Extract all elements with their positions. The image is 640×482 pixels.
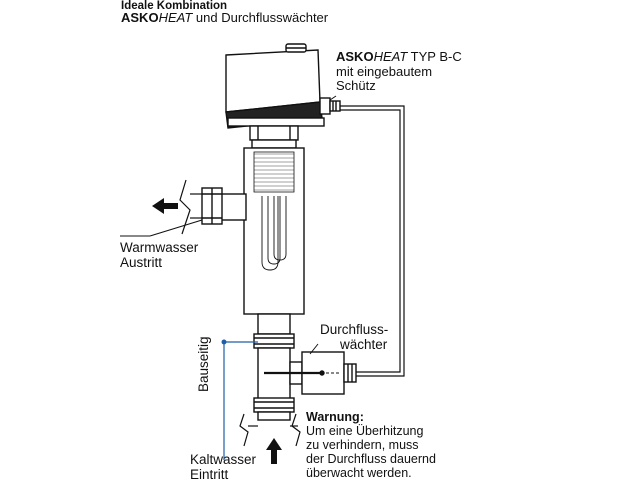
title-line-1: Ideale Kombination (121, 0, 228, 12)
heater-label-line-2: mit eingebautem (336, 63, 433, 79)
flow-switch-line-1: Durchfluss- (320, 322, 389, 337)
heater-brand-italic: HEAT (373, 49, 408, 64)
heater-neck (249, 125, 299, 149)
heater-label-line-3: Schütz (336, 78, 376, 94)
lower-pipe (253, 313, 295, 421)
flow-switch-label: Durchfluss- wächter (320, 322, 388, 352)
warm-water-line-1: Warmwasser (120, 240, 199, 255)
signal-wire (340, 105, 405, 377)
warning-block: Warnung: Um eine Überhitzung zu verhinde… (306, 410, 436, 480)
warning-line-4: überwacht werden. (306, 466, 412, 480)
warning-line-2: zu verhindern, muss (306, 438, 419, 452)
heater-brand-bold: ASKO (336, 49, 374, 64)
warm-water-leader-angle (149, 219, 203, 237)
inlet-break-mark (239, 413, 301, 447)
warning-line-3: der Durchfluss dauernd (306, 452, 436, 466)
warning-title: Warnung: (306, 410, 364, 424)
cold-water-label: Kaltwasser Eintritt (190, 452, 256, 482)
site-boundary (221, 339, 258, 460)
heater-type: TYP B-C (407, 49, 462, 64)
flow-switch-leader (309, 343, 319, 355)
warm-water-line-2: Austritt (120, 255, 163, 271)
cold-water-line-2: Eintritt (190, 467, 229, 482)
title-line-2: ASKOHEAT und Durchflusswächter (121, 10, 329, 26)
cold-water-line-1: Kaltwasser (190, 452, 257, 467)
heater-tube (243, 147, 305, 315)
heater-control-box (225, 43, 325, 129)
flow-switch (264, 351, 357, 395)
warm-water-label: Warmwasser Austritt (120, 240, 198, 270)
heater-label-line-1: ASKOHEAT TYP B-C (336, 49, 462, 65)
break-mark-icon (179, 179, 202, 235)
arrow-up-icon (266, 438, 282, 464)
outlet-fitting (201, 187, 247, 225)
warning-line-1: Um eine Überhitzung (306, 424, 424, 438)
brand-italic: HEAT (158, 10, 193, 25)
flow-switch-line-2: wächter (340, 337, 388, 353)
cable-gland (319, 97, 341, 115)
heater-label: ASKOHEAT TYP B-C mit eingebautem Schütz (336, 49, 462, 94)
title-rest: und Durchflusswächter (192, 10, 329, 25)
signal-wire-inner (340, 109, 401, 373)
heater-leader (329, 95, 337, 101)
brand-bold: ASKO (121, 10, 159, 25)
arrow-left-icon (152, 198, 178, 214)
